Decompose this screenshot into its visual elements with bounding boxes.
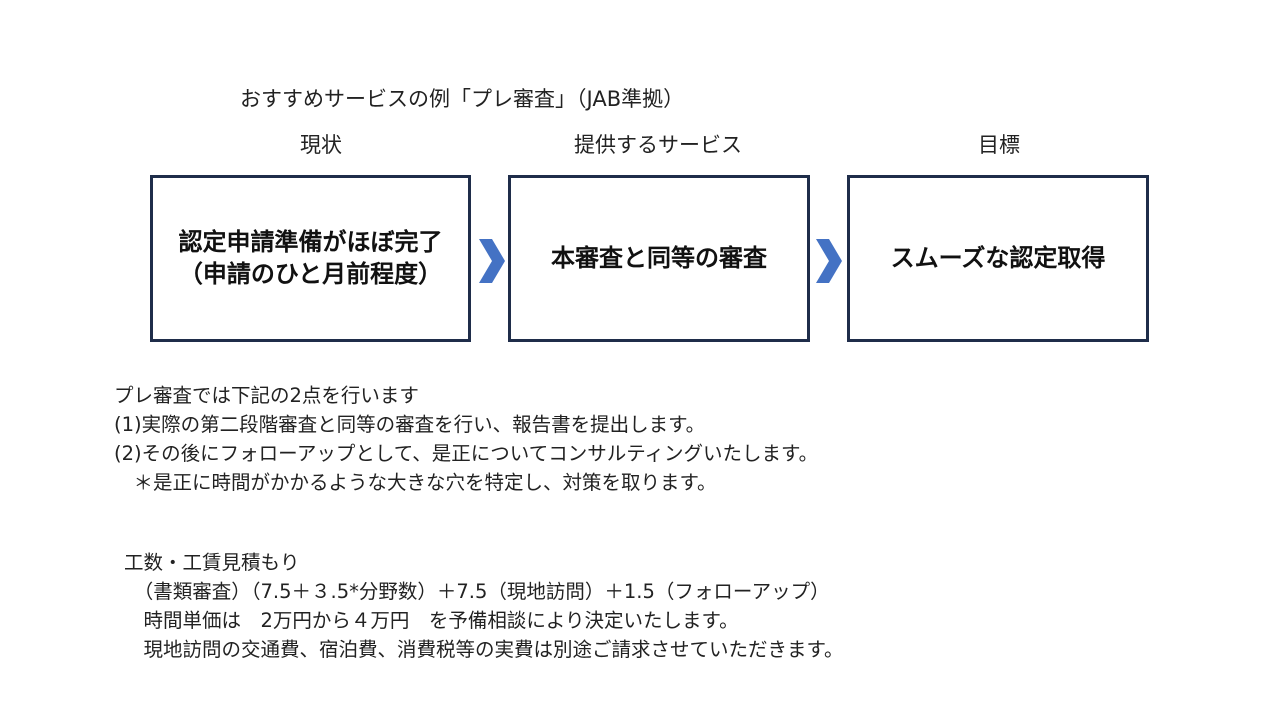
stage-box-current-line1: 認定申請準備がほぼ完了 [178,228,443,257]
page-title: おすすめサービスの例「プレ審査」（JAB準拠） [240,87,685,111]
description-line: (2)その後にフォローアップとして、是正についてコンサルティングいたします。 [114,442,819,465]
stage-box-current: 認定申請準備がほぼ完了 （申請のひと月前程度） [150,175,471,342]
description-line: (1)実際の第二段階審査と同等の審査を行い、報告書を提出します。 [114,413,706,436]
stage-box-service: 本審査と同等の審査 [508,175,810,342]
description-block: プレ審査では下記の2点を行います (1)実際の第二段階審査と同等の審査を行い、報… [114,381,818,497]
stage-box-current-line2: （申請のひと月前程度） [178,259,443,288]
description-line: プレ審査では下記の2点を行います [114,384,419,407]
stage-label-current: 現状 [300,133,342,157]
stage-box-goal: スムーズな認定取得 [847,175,1149,342]
description-line: ＊是正に時間がかかるような大きな穴を特定し、対策を取ります。 [114,471,717,494]
estimate-block: 工数・工賃見積もり （書類審査）（7.5＋３.5*分野数）＋7.5（現地訪問）＋… [124,548,844,664]
estimate-line: （書類審査）（7.5＋３.5*分野数）＋7.5（現地訪問）＋1.5（フォローアッ… [124,580,830,603]
estimate-line: 時間単価は 2万円から４万円 を予備相談により決定いたします。 [124,609,739,632]
stage-label-service: 提供するサービス [574,133,742,157]
chevron-right-icon [816,239,842,283]
stage-label-goal: 目標 [978,133,1020,157]
stage-box-service-line1: 本審査と同等の審査 [551,243,767,272]
stage-box-goal-line1: スムーズな認定取得 [890,243,1106,272]
estimate-line: 現地訪問の交通費、宿泊費、消費税等の実費は別途ご請求させていただきます。 [124,638,844,661]
estimate-heading: 工数・工賃見積もり [124,551,300,574]
chevron-right-icon [479,239,505,283]
